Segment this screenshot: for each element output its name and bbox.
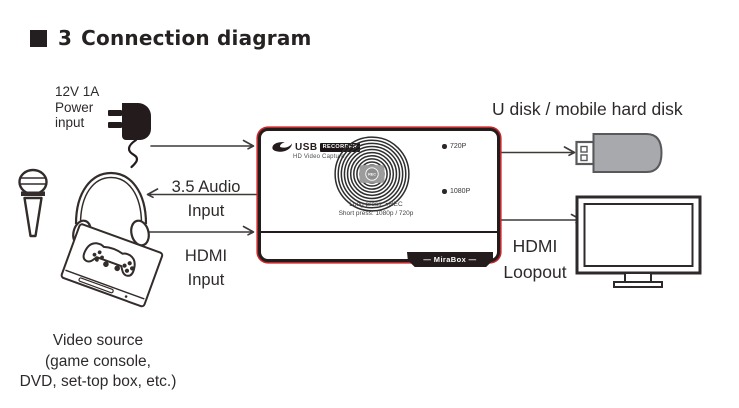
hdmi-input-label: HDMI Input xyxy=(184,247,228,289)
button-caption: Long press: ●REC Short press: 1080p / 72… xyxy=(338,201,414,217)
page-title: 3 Connection diagram xyxy=(30,26,312,50)
title-bullet-square xyxy=(30,29,47,47)
brand-tab: — MiraBox — xyxy=(407,252,493,267)
power-adapter-icon xyxy=(108,103,151,169)
record-button-rings-icon: REC xyxy=(334,136,410,212)
u-disk-label: U disk / mobile hard disk xyxy=(492,99,683,119)
monitor-icon xyxy=(575,195,702,288)
brand-swoosh-icon xyxy=(272,142,293,152)
led-720p-label: 720P xyxy=(450,143,467,150)
microphone-icon xyxy=(18,168,48,238)
led-dot-icon xyxy=(442,189,447,194)
logo-subtitle: HD Video Capture xyxy=(293,154,345,160)
device-to-headphones-arrow xyxy=(146,188,258,199)
title-number: 3 xyxy=(58,26,73,50)
capture-device: USB RECORDER HD Video Capture REC Long p… xyxy=(258,128,500,267)
led-1080p-label: 1080P xyxy=(450,188,471,195)
logo-recorder-badge: RECORDER xyxy=(319,142,361,152)
led-dot-icon xyxy=(442,144,447,149)
page-title-text: 3 Connection diagram xyxy=(58,26,312,50)
power-input-label: 12V 1A Power input xyxy=(55,84,100,130)
rec-button-text: REC xyxy=(368,173,376,177)
device-to-monitor-arrow xyxy=(494,213,583,224)
device-to-udisk-arrow xyxy=(494,146,576,157)
led-1080p: 1080P xyxy=(442,188,470,195)
game-console-icon xyxy=(60,223,164,308)
title-label: Connection diagram xyxy=(81,26,312,50)
brand-name: — MiraBox — xyxy=(423,255,477,264)
power-to-device-arrow xyxy=(150,139,255,150)
logo-usb-text: USB xyxy=(295,141,318,153)
console-to-device-arrow xyxy=(148,225,255,236)
usb-drive-icon xyxy=(575,133,663,173)
device-front-edge xyxy=(261,231,497,233)
led-720p: 720P xyxy=(442,143,466,150)
audio-input-label: 3.5 Audio Input xyxy=(171,178,241,220)
video-source-caption: Video source (game console, DVD, set-top… xyxy=(19,332,177,390)
hdmi-loopout-label: HDMI Loopout xyxy=(503,236,567,282)
device-logo: USB RECORDER HD Video Capture xyxy=(271,140,361,160)
